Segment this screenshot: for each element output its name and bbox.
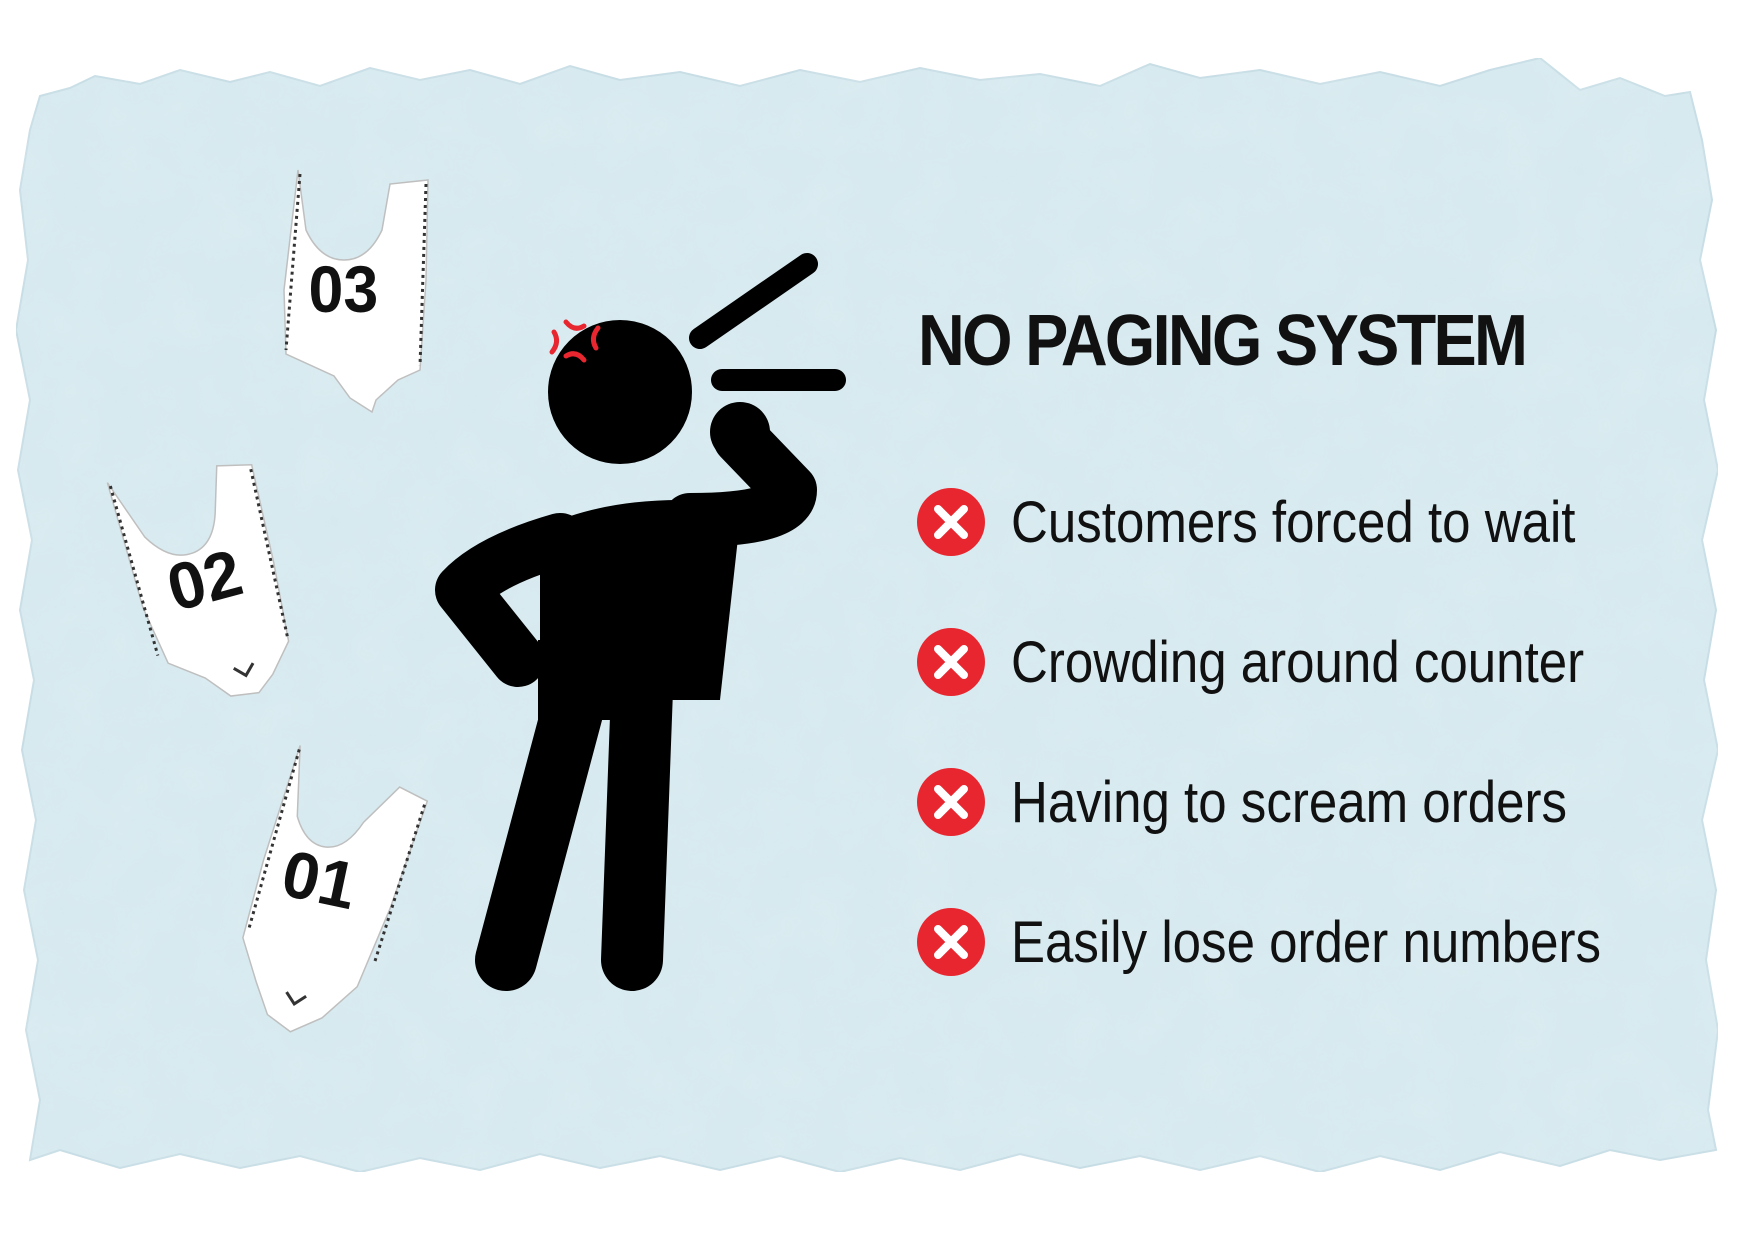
red-x-circle-icon bbox=[917, 768, 985, 836]
issue-text: Having to scream orders bbox=[1011, 769, 1567, 835]
paper-sheet bbox=[14, 56, 1720, 1174]
red-x-circle-icon bbox=[917, 628, 985, 696]
ticket-02: 02 bbox=[106, 464, 290, 697]
shout-lines-icon bbox=[689, 253, 846, 391]
red-x-circle-icon bbox=[917, 908, 985, 976]
list-item: Easily lose order numbers bbox=[916, 872, 1682, 1012]
issue-text: Crowding around counter bbox=[1011, 629, 1585, 695]
ticket-01: 01 bbox=[242, 745, 429, 1033]
issue-list: Customers forced to wait Crowding around… bbox=[916, 452, 1682, 1012]
page-title: NO PAGING SYSTEM bbox=[918, 301, 1528, 381]
ticket-03: 03 bbox=[283, 169, 429, 414]
anger-symbol-icon bbox=[549, 319, 601, 363]
issue-text: Customers forced to wait bbox=[1011, 489, 1576, 555]
ticket-paper bbox=[242, 745, 429, 1033]
list-item: Crowding around counter bbox=[916, 592, 1682, 732]
list-item: Having to scream orders bbox=[916, 732, 1682, 872]
angry-person-icon bbox=[435, 320, 817, 991]
ticket-number: 01 bbox=[276, 836, 363, 924]
ticket-paper bbox=[106, 464, 290, 697]
issue-text: Easily lose order numbers bbox=[1011, 909, 1602, 975]
ticket-paper bbox=[283, 169, 429, 414]
red-x-circle-icon bbox=[917, 488, 985, 556]
ticket-number: 03 bbox=[309, 253, 379, 327]
list-item: Customers forced to wait bbox=[916, 452, 1682, 592]
